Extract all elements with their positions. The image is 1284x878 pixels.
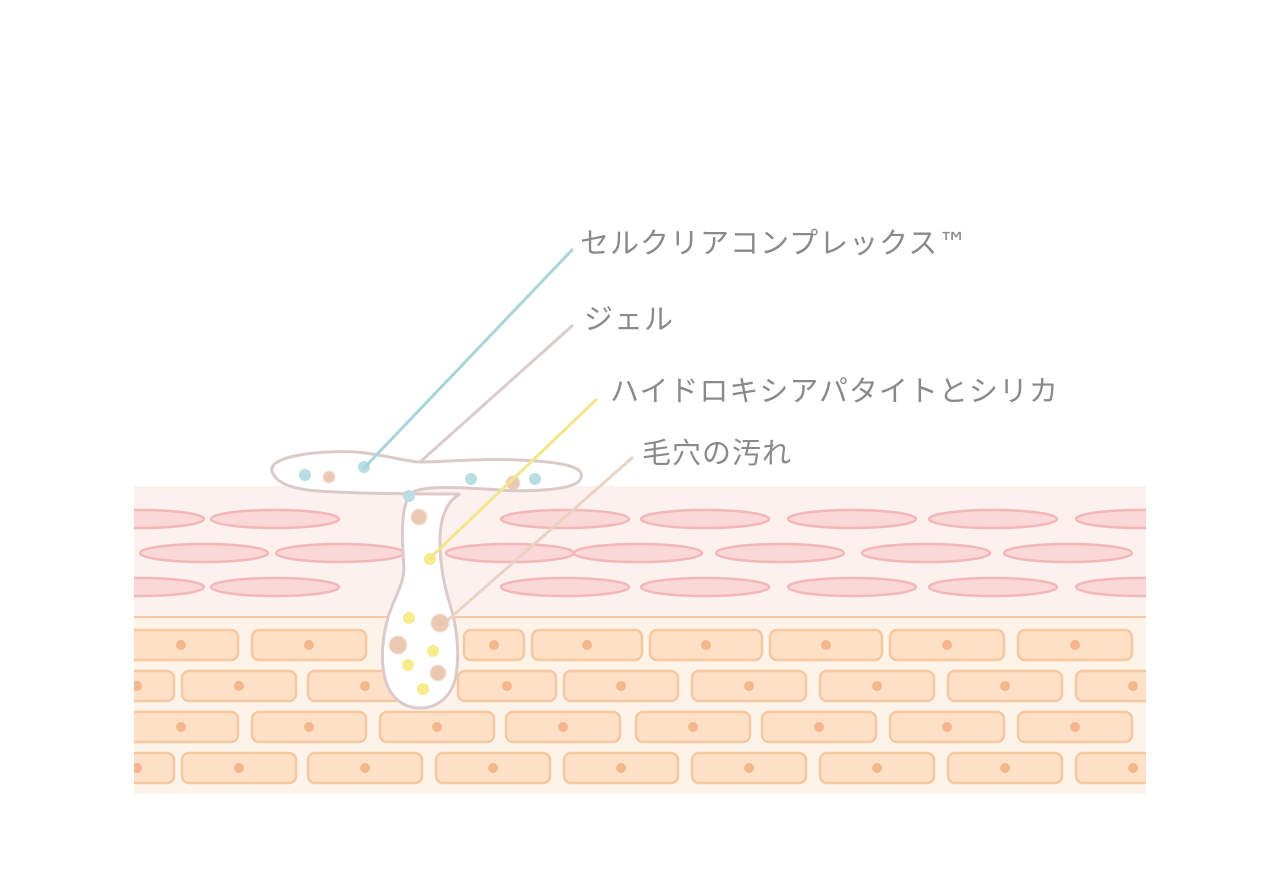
cell-nucleus xyxy=(1000,681,1010,691)
cell-nucleus xyxy=(942,640,952,650)
cell-nucleus xyxy=(744,681,754,691)
pore-with-gel xyxy=(270,450,583,710)
yellow-particle xyxy=(403,612,415,624)
upper-layer-cell xyxy=(786,508,918,530)
cell-nucleus xyxy=(304,722,314,732)
tan-particle xyxy=(389,636,407,654)
upper-layer-cell xyxy=(209,576,341,598)
upper-layer-cell xyxy=(1074,508,1146,530)
leader-line-complex xyxy=(362,248,574,470)
cell-nucleus xyxy=(176,640,186,650)
upper-layer-cell xyxy=(274,542,406,564)
upper-layer-cell xyxy=(444,542,576,564)
leader-line-gel xyxy=(418,324,574,464)
cell-nucleus xyxy=(688,722,698,732)
cell-nucleus xyxy=(616,681,626,691)
cell-nucleus xyxy=(304,640,314,650)
cell-nucleus xyxy=(942,722,952,732)
cell-nucleus xyxy=(821,640,831,650)
cell-nucleus xyxy=(582,640,592,650)
label-hydroxyapatite-silica: ハイドロキシアパタイトとシリカ xyxy=(610,374,1059,408)
cell-nucleus xyxy=(360,763,370,773)
upper-layer-cell xyxy=(927,576,1059,598)
blue-particle xyxy=(403,490,415,502)
cell-nucleus xyxy=(1070,722,1080,732)
upper-layer-cell xyxy=(499,508,631,530)
tan-particle xyxy=(323,471,335,483)
cell-nucleus xyxy=(432,722,442,732)
lower-layer-cell xyxy=(1074,669,1146,703)
cell-nucleus xyxy=(488,763,498,773)
tan-particle xyxy=(431,614,449,632)
upper-layer-cells xyxy=(134,508,1146,598)
cell-nucleus xyxy=(176,722,186,732)
upper-layer-cell xyxy=(1002,542,1134,564)
cell-nucleus xyxy=(502,681,512,691)
leader-line-pore-dirt xyxy=(446,456,634,622)
cell-nucleus xyxy=(1128,681,1138,691)
lower-layer-cell xyxy=(134,751,176,785)
yellow-particle xyxy=(427,645,439,657)
upper-layer-cell xyxy=(860,542,992,564)
blue-particle xyxy=(465,473,477,485)
cell-nucleus xyxy=(1000,763,1010,773)
lower-layer-cell xyxy=(1074,751,1146,785)
tan-particle xyxy=(506,476,520,490)
upper-layer-cell xyxy=(134,576,206,598)
cell-nucleus xyxy=(1070,640,1080,650)
cell-nucleus xyxy=(744,763,754,773)
upper-layer-cell xyxy=(639,576,771,598)
cell-nucleus xyxy=(234,763,244,773)
lower-layer-cell xyxy=(134,669,176,703)
cell-nucleus xyxy=(134,681,142,691)
cell-nucleus xyxy=(360,681,370,691)
label-gel: ジェル xyxy=(584,302,675,336)
yellow-particle xyxy=(402,659,414,671)
cell-nucleus xyxy=(234,681,244,691)
cell-nucleus xyxy=(616,763,626,773)
upper-layer-cell xyxy=(572,542,704,564)
upper-layer-cell xyxy=(134,508,206,530)
upper-layer-cell xyxy=(714,542,846,564)
leader-line-hydroxyapatite xyxy=(428,398,598,560)
upper-layer-cell xyxy=(927,508,1059,530)
cell-nucleus xyxy=(1128,763,1138,773)
cell-nucleus xyxy=(701,640,711,650)
upper-layer-cell xyxy=(499,576,631,598)
blue-particle xyxy=(299,469,311,481)
cell-nucleus xyxy=(489,640,499,650)
yellow-particle xyxy=(417,683,429,695)
cell-nucleus xyxy=(814,722,824,732)
upper-layer-cell xyxy=(1074,576,1146,598)
lower-layer-cells xyxy=(134,628,1146,785)
cell-nucleus xyxy=(872,681,882,691)
tan-particle xyxy=(430,665,446,681)
blue-particle xyxy=(529,473,541,485)
label-pore-dirt: 毛穴の汚れ xyxy=(642,436,793,470)
upper-layer-cell xyxy=(209,508,341,530)
cell-nucleus xyxy=(558,722,568,732)
pore-particles xyxy=(299,461,541,695)
tan-particle xyxy=(411,509,427,525)
upper-layer-cell xyxy=(786,576,918,598)
cell-nucleus xyxy=(134,763,142,773)
label-cell-clear-complex: セルクリアコンプレックス™ xyxy=(580,226,969,260)
upper-layer-cell xyxy=(138,542,270,564)
upper-layer-cell xyxy=(639,508,771,530)
cell-nucleus xyxy=(872,763,882,773)
